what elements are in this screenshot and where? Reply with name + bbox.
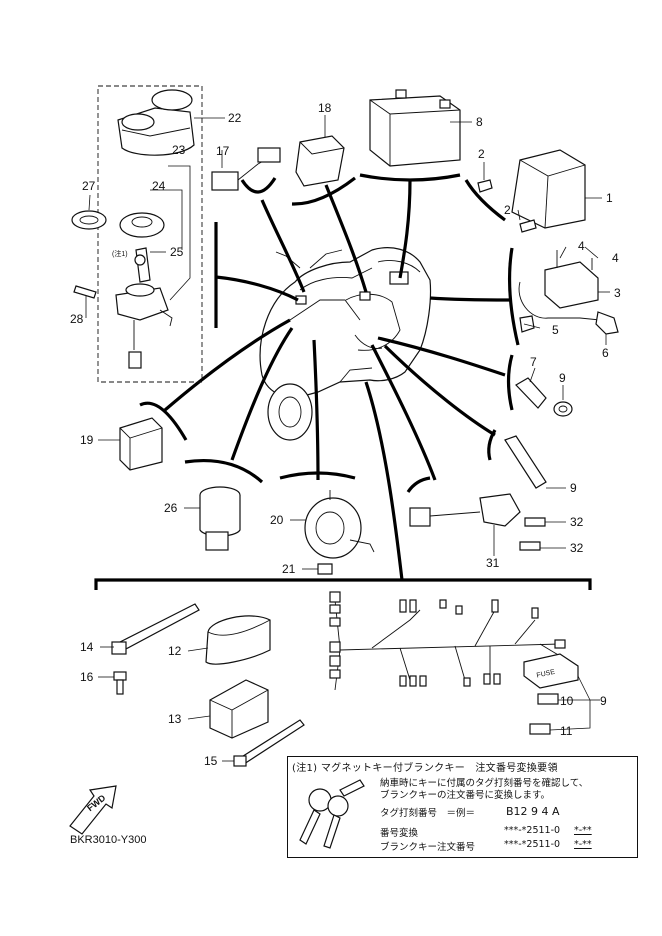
switch-part: [409, 493, 546, 551]
callout-4a: 4: [578, 239, 585, 253]
callout-9: 9: [570, 481, 577, 495]
callout-28: 26: [164, 501, 178, 515]
tag-example: B12 9 4 A: [506, 805, 560, 818]
relay-part: [119, 417, 163, 471]
convert-suffix: *-**: [574, 825, 592, 836]
leader-lines: [85, 115, 610, 762]
callout-18: 16: [80, 670, 94, 684]
cap-part: [119, 212, 165, 238]
callout-labels: 22 23 24 27 25 28 17 18 8 2 1 2 4 4 3 5 …: [70, 101, 621, 768]
convert-label: 番号変換: [380, 828, 419, 839]
fwd-arrow-icon: [69, 785, 117, 835]
blank-value: ***-*2511-0: [504, 839, 561, 850]
callout-3: 3: [614, 286, 621, 300]
callout-5: 5: [552, 323, 559, 337]
key-order-note: (注1) マグネットキー付ブランクキー 注文番号変換要領 納車時にキーに付属のタ…: [287, 756, 638, 858]
holder-15-part: [209, 679, 269, 739]
tag-label: タグ打刻番号 ＝例＝: [380, 808, 476, 819]
callout-23: 21: [282, 562, 296, 576]
note-line-1: 納車時にキーに付属のタグ打刻番号を確認して、: [380, 778, 589, 789]
callout-32a: 32: [570, 515, 584, 529]
callout-6: 6: [602, 346, 609, 360]
key-part: [134, 247, 151, 283]
wire-harness: [329, 591, 579, 735]
callout-22: 20: [270, 513, 284, 527]
callout-25: 23: [172, 143, 186, 157]
callout-13: 11: [560, 724, 573, 738]
ring-part: [71, 210, 107, 230]
callout-24: 22: [228, 111, 242, 125]
callout-27: 25: [170, 245, 184, 259]
callout-29: 27: [82, 179, 96, 193]
fuse-label: FUSE: [536, 669, 556, 680]
callout-2a: 2: [478, 147, 485, 161]
callout-15: 13: [168, 712, 182, 726]
diagram-code: BKR3010-Y300: [70, 834, 147, 846]
ignition-group-box: [97, 85, 203, 383]
blank-label: ブランクキー注文番号: [380, 842, 476, 853]
callout-7: 7: [530, 355, 537, 369]
callout-10: 8: [476, 115, 483, 129]
callout-20: 18: [318, 101, 332, 115]
callout-17: 15: [204, 754, 218, 768]
callout-19: 17: [216, 144, 230, 158]
plug-part: [504, 435, 547, 489]
note-title: (注1) マグネットキー付ブランクキー 注文番号変換要領: [292, 763, 558, 774]
band-16-part: [111, 603, 200, 655]
coupler-part: [211, 147, 281, 191]
callout-21: 19: [80, 433, 94, 447]
key-illustration: [299, 779, 365, 849]
main-switch-part: [73, 283, 173, 369]
battery-part: [369, 89, 461, 167]
callout-2b: 2: [504, 203, 511, 217]
bolt-18-part: [113, 671, 127, 695]
callout-26: 24: [152, 179, 166, 193]
horn-part: [304, 490, 375, 575]
note-ref-label: (注1): [112, 249, 128, 258]
convert-value: ***-*2511-0: [504, 825, 561, 836]
connection-lines: [94, 173, 592, 590]
callout-14: 12: [168, 644, 182, 658]
callout-30: 28: [70, 312, 84, 326]
relay-block-part: [295, 135, 345, 187]
callout-11: 9: [600, 694, 607, 708]
note-line-2: ブランクキーの注文番号に変換します。: [380, 790, 551, 801]
callout-4b: 4: [612, 251, 619, 265]
holder-14-part: [205, 615, 271, 665]
callout-32b: 32: [570, 541, 584, 555]
callout-1: 1: [606, 191, 613, 205]
flasher-part: [199, 486, 241, 551]
callout-12: 10: [560, 694, 574, 708]
ignition-coil-part: [518, 250, 619, 335]
blank-suffix: *-**: [574, 839, 592, 850]
callout-31: 31: [486, 556, 500, 570]
key-cover-part: [117, 89, 195, 156]
sensor-part: [515, 377, 573, 417]
ecu-part: [477, 149, 586, 233]
callout-16: 14: [80, 640, 94, 654]
callout-8: 9: [559, 371, 566, 385]
